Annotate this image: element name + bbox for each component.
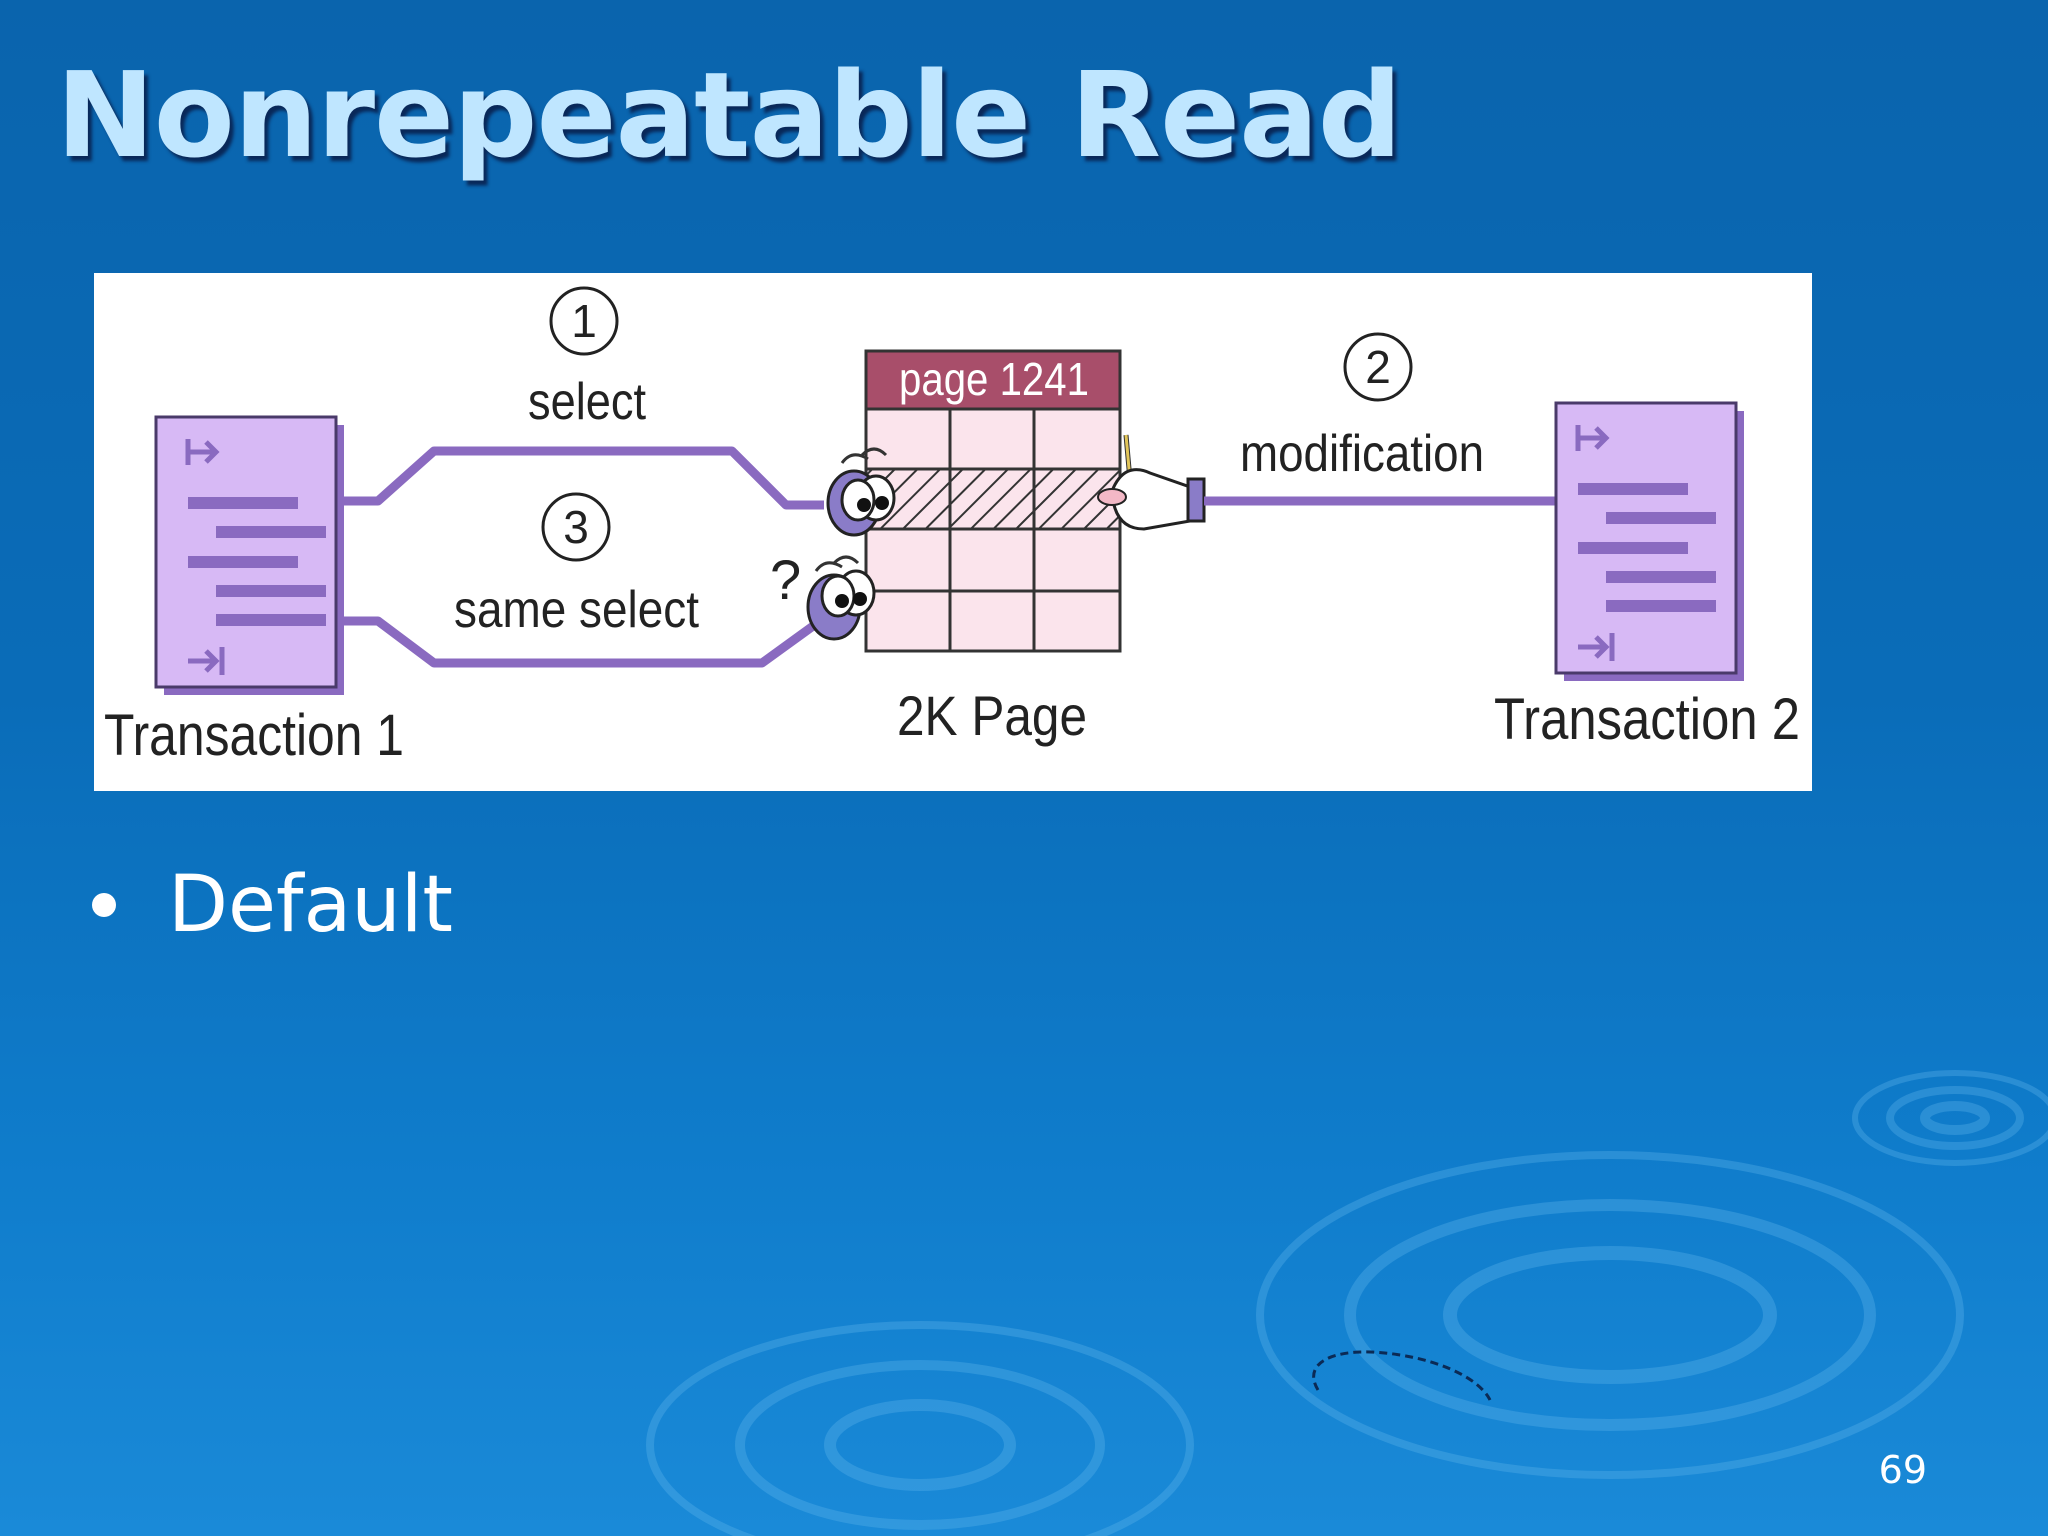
- step-3-number: 3: [563, 501, 589, 553]
- same-select-connector: [344, 616, 823, 668]
- transaction-2-document: [1554, 401, 1744, 681]
- page-1241-grid: [864, 349, 1122, 653]
- question-mark: ?: [770, 548, 801, 611]
- nonrepeatable-read-diagram: Transaction 1 1 select 3 same select ?: [94, 273, 1812, 791]
- hand-pencil-icon: [1097, 434, 1206, 531]
- bullet-item: Default: [90, 860, 453, 950]
- step-1-label: select: [528, 373, 646, 431]
- slide-number: 69: [1878, 1448, 1927, 1492]
- select-connector: [344, 446, 824, 510]
- step-2-marker: [1343, 332, 1413, 402]
- step-3-label: same select: [454, 581, 699, 639]
- step-1-marker: [549, 286, 619, 356]
- step-2-label: modification: [1240, 425, 1484, 483]
- step-3-marker: [541, 492, 611, 562]
- bullet-dot-icon: [92, 893, 116, 917]
- transaction-1-label: Transaction 1: [104, 703, 404, 768]
- step-1-number: 1: [571, 295, 597, 347]
- transaction-2-label: Transaction 2: [1494, 687, 1800, 752]
- exit-arrow-icon: [1578, 633, 1615, 661]
- bullet-list: Default: [90, 860, 453, 950]
- page-header-label: page 1241: [899, 353, 1089, 405]
- page-caption: 2K Page: [897, 684, 1087, 747]
- enter-arrow-icon: [185, 439, 220, 465]
- bullet-text: Default: [168, 860, 453, 950]
- eyes-icon: [806, 555, 876, 641]
- eyes-icon: [826, 447, 896, 537]
- step-2-number: 2: [1365, 341, 1391, 393]
- exit-arrow-icon: [188, 647, 225, 675]
- modified-row: [864, 467, 1122, 531]
- enter-arrow-icon: [1575, 425, 1610, 451]
- transaction-1-document: [154, 415, 344, 695]
- slide-title: Nonrepeatable Read: [56, 46, 1402, 184]
